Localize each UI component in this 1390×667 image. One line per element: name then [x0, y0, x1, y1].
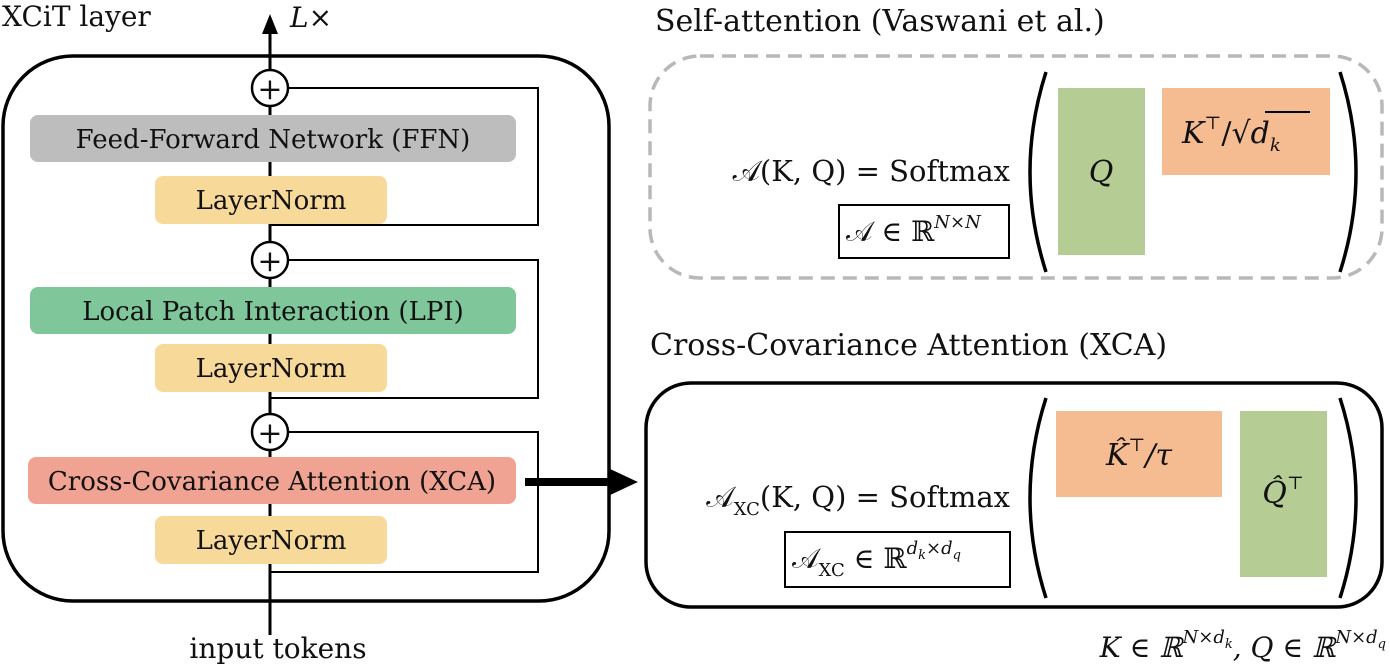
- xcit-layer-box: [1, 54, 611, 603]
- q-matrix: [1058, 88, 1145, 255]
- right-arrow-icon: [608, 468, 638, 496]
- xca-equation: 𝒜XC(K, Q) = Softmax: [706, 480, 1010, 520]
- up-arrow-icon: [262, 14, 278, 34]
- layer-title: XCiT layer: [2, 0, 151, 33]
- layernorm-top-block: [155, 176, 387, 224]
- layernorm-mid-block: [155, 344, 387, 392]
- residual-lpi: [270, 259, 539, 399]
- plus-icon: +: [257, 416, 282, 451]
- layernorm-mid-label: LayerNorm: [196, 354, 347, 384]
- self-attention-dims-box: [838, 204, 1010, 259]
- plus-icon: +: [257, 72, 282, 107]
- xca-title: Cross-Covariance Attention (XCA): [650, 328, 1167, 363]
- k-hat-matrix: [1056, 411, 1222, 497]
- residual-ffn: [270, 87, 539, 226]
- layernorm-bot-label: LayerNorm: [196, 526, 347, 556]
- q-hat-label: Q̂⊤: [1262, 473, 1304, 511]
- self-attention-box: [648, 54, 1384, 280]
- add-node-bot: +: [250, 412, 290, 452]
- add-node-top: +: [250, 68, 290, 108]
- q-label: Q: [1089, 155, 1114, 190]
- layernorm-top-label: LayerNorm: [196, 186, 347, 216]
- left-paren: [1028, 71, 1048, 273]
- xca-left-paren: [1028, 397, 1048, 599]
- add-node-mid: +: [250, 240, 290, 280]
- right-paren: [1338, 71, 1358, 273]
- xca-box: [644, 381, 1384, 609]
- xca-block: [28, 457, 516, 504]
- k-label: K⊤/√dk: [1181, 113, 1281, 156]
- residual-xca: [270, 431, 539, 573]
- plus-icon: +: [257, 244, 282, 279]
- self-attention-dims: 𝒜 ∈ ℝN×N: [846, 212, 982, 248]
- self-attention-title: Self-attention (Vaswani et al.): [655, 4, 1105, 39]
- lpi-label: Local Patch Interaction (LPI): [82, 297, 464, 327]
- q-hat-matrix: [1240, 411, 1327, 577]
- repeat-label: L×: [289, 1, 332, 34]
- xca-dims: 𝒜XC ∈ ℝdk×dq: [792, 538, 961, 581]
- xca-right-paren: [1338, 397, 1358, 599]
- ffn-label: Feed-Forward Network (FFN): [76, 125, 471, 155]
- lpi-block: [30, 287, 516, 334]
- k-hat-label: K̂⊤/τ: [1105, 435, 1172, 473]
- ffn-block: [30, 115, 516, 162]
- input-tokens-label: input tokens: [189, 632, 366, 665]
- xca-block-label: Cross-Covariance Attention (XCA): [48, 467, 496, 497]
- footer-dims: K ∈ ℝN×dk, Q ∈ ℝN×dq: [1099, 627, 1386, 664]
- xca-dims-box: [784, 531, 1011, 588]
- self-attention-equation: 𝒜(K, Q) = Softmax: [732, 154, 1010, 188]
- k-matrix: [1162, 88, 1330, 175]
- layernorm-bot-block: [155, 516, 387, 564]
